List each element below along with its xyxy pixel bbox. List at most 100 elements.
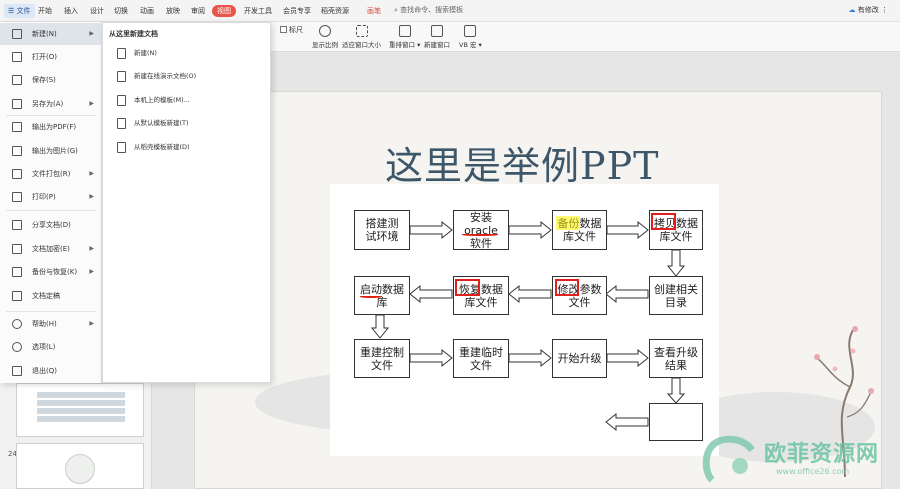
menu-item-label: 文档定稿 — [32, 292, 60, 300]
finalize-icon — [12, 291, 22, 301]
chevron-right-icon: ▶ — [89, 30, 94, 37]
menu-item-label: 备份与恢复(K) — [32, 268, 78, 276]
chevron-down-icon: ▾ — [415, 41, 421, 49]
command-search[interactable]: ⌕ 查找命令、搜索模板 — [394, 5, 463, 17]
unsaved-status[interactable]: ☁ 有修改 ⋮ — [849, 5, 888, 15]
menu-item-share[interactable]: 分享文档(D) — [0, 214, 102, 236]
file-menu: 新建(N) ▶ 打开(O) 保存(S) 另存为(A)▶ 输出为PDF(F) 输出为… — [0, 22, 102, 383]
thumbnail-circle — [65, 454, 95, 484]
menu-item-open[interactable]: 打开(O) — [0, 46, 102, 68]
menu-item-finalize[interactable]: 文档定稿 — [0, 285, 102, 307]
menu-item-label: 打开(O) — [32, 53, 57, 61]
flow-node-label: 查看升级结果 — [654, 345, 698, 372]
tab-pen[interactable]: 画笔 — [367, 7, 381, 15]
menu-divider — [6, 311, 96, 312]
flow-node[interactable]: 查看升级结果 — [649, 339, 703, 378]
submenu-item-online[interactable]: 新建在线演示文档(O) — [103, 66, 270, 86]
submenu-item-label: 从稻壳模板新建(D) — [134, 143, 190, 151]
docer-template-icon — [117, 142, 126, 153]
menu-item-export-pdf[interactable]: 输出为PDF(F) — [0, 116, 102, 138]
submenu-item-label: 新建(N) — [134, 49, 157, 57]
arrange-window-icon — [398, 25, 411, 37]
submenu-item-docer-template[interactable]: 从稻壳模板新建(D) — [103, 137, 270, 157]
flow-node[interactable]: 开始升级 — [552, 339, 607, 378]
tab-insert[interactable]: 插入 — [64, 7, 78, 15]
vb-macro-label: VB 宏 — [459, 41, 477, 49]
menu-item-exit[interactable]: 退出(Q) — [0, 360, 102, 382]
menu-item-label: 打印(P) — [32, 193, 56, 201]
ruler-label: 标尺 — [289, 26, 303, 34]
file-menu-button[interactable]: ☰ 文件 — [4, 4, 35, 18]
tab-docer[interactable]: 稻壳资源 — [321, 7, 349, 15]
slide-thumbnail[interactable] — [16, 383, 144, 437]
default-template-icon — [117, 118, 126, 129]
menu-item-print[interactable]: 打印(P) ▶ — [0, 186, 102, 208]
lock-icon — [12, 244, 22, 254]
watermark-logo — [702, 435, 755, 483]
pdf-icon — [12, 122, 22, 132]
flow-node[interactable]: 拷贝数据库文件 — [649, 210, 703, 250]
flow-node[interactable]: 重建控制文件 — [354, 339, 410, 378]
new-window-icon — [431, 25, 443, 37]
flow-node-label: 修改参数文件 — [557, 282, 602, 309]
arrange-window-button[interactable]: 重排窗口 ▾ — [389, 25, 420, 49]
chevron-right-icon: ▶ — [89, 100, 94, 107]
menu-item-label: 退出(Q) — [32, 367, 57, 375]
menu-item-encrypt[interactable]: 文档加密(E)▶ — [0, 238, 102, 260]
fit-window-button[interactable]: 适应窗口大小 — [342, 25, 381, 49]
new-window-button[interactable]: 新建窗口 — [424, 25, 450, 49]
slide-thumbnail[interactable] — [16, 443, 144, 489]
menu-item-label: 帮助(H) — [32, 320, 57, 328]
menu-item-label: 输出为PDF(F) — [32, 123, 77, 131]
open-folder-icon — [12, 52, 22, 62]
menu-item-new[interactable]: 新建(N) ▶ — [0, 23, 102, 45]
gear-icon — [12, 342, 22, 352]
flow-node-empty[interactable] — [649, 403, 703, 441]
template-icon — [117, 95, 126, 106]
vb-macro-button[interactable]: VB 宏 ▾ — [459, 25, 482, 49]
flow-node[interactable]: 搭建测试环境 — [354, 210, 410, 250]
tab-view[interactable]: 视图 — [212, 5, 236, 17]
macro-icon — [464, 25, 477, 37]
hamburger-icon: ☰ — [8, 7, 15, 15]
tab-review[interactable]: 审阅 — [191, 7, 205, 15]
menu-item-save[interactable]: 保存(S) — [0, 69, 102, 91]
tab-home[interactable]: 开始 — [38, 7, 52, 15]
menu-item-export-image[interactable]: 输出为图片(G) — [0, 140, 102, 162]
zoom-button[interactable]: 显示比例 — [312, 25, 338, 49]
menu-item-label: 新建(N) — [32, 30, 57, 38]
flow-node[interactable]: 创建相关目录 — [649, 276, 703, 315]
flow-node-label: 重建控制文件 — [360, 345, 404, 372]
tab-design[interactable]: 设计 — [90, 7, 104, 15]
submenu-item-new[interactable]: 新建(N) — [103, 43, 270, 63]
menu-item-package[interactable]: 文件打包(R)▶ — [0, 163, 102, 185]
flow-node-label: 恢复数据库文件 — [459, 282, 503, 309]
backup-icon — [12, 267, 22, 277]
menu-item-options[interactable]: 选项(L) — [0, 336, 102, 358]
save-as-icon — [12, 99, 22, 109]
submenu-item-local-template[interactable]: 本机上的模板(M)... — [103, 90, 270, 110]
flow-node[interactable]: 重建临时文件 — [453, 339, 509, 378]
menu-item-help[interactable]: 帮助(H)▶ — [0, 313, 102, 335]
tab-developer[interactable]: 开发工具 — [244, 7, 272, 15]
tab-member[interactable]: 会员专享 — [283, 7, 311, 15]
flow-node-label: 开始升级 — [557, 352, 602, 365]
tab-slideshow[interactable]: 放映 — [166, 7, 180, 15]
flow-node-label: 创建相关目录 — [654, 282, 698, 309]
menu-item-save-as[interactable]: 另存为(A)▶ — [0, 93, 102, 115]
tab-animation[interactable]: 动画 — [140, 7, 154, 15]
menu-item-label: 分享文档(D) — [32, 221, 71, 229]
watermark-text: 欧菲资源网 — [764, 442, 880, 467]
flow-node[interactable]: 安装oracle软件 — [453, 210, 509, 250]
ruler-checkbox[interactable]: 标尺 — [280, 25, 303, 35]
chevron-right-icon: ▶ — [89, 193, 94, 200]
menu-item-label: 输出为图片(G) — [32, 147, 78, 155]
slide-title[interactable]: 这里是举例PPT — [385, 144, 660, 188]
tab-transition[interactable]: 切换 — [114, 7, 128, 15]
red-annotation-box — [455, 279, 480, 296]
submenu-item-default-template[interactable]: 从默认模板新建(T) — [103, 113, 270, 133]
new-window-label: 新建窗口 — [424, 41, 450, 49]
red-annotation-box — [555, 279, 579, 296]
menu-item-backup[interactable]: 备份与恢复(K)▶ — [0, 261, 102, 283]
menu-item-label: 文档加密(E) — [32, 245, 70, 253]
